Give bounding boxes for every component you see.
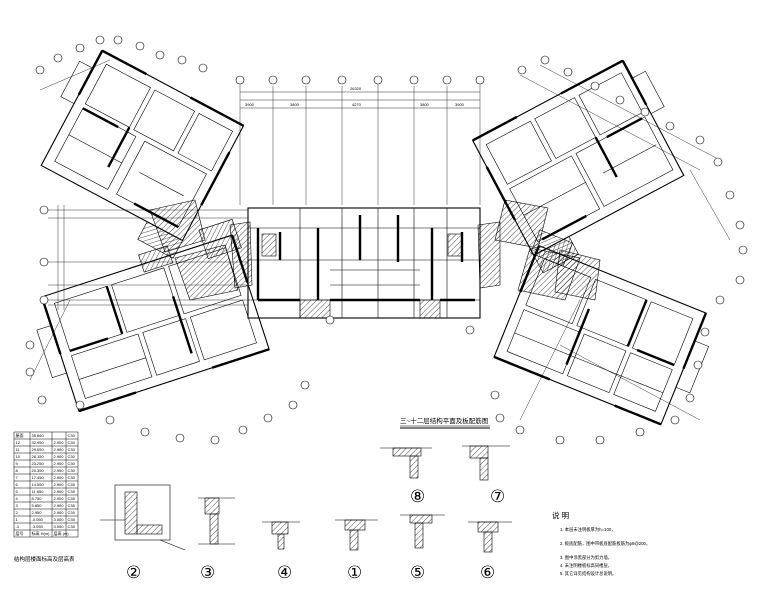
section-detail-4: ④ — [262, 521, 300, 582]
levels-table-cell: 6 — [16, 482, 19, 487]
levels-table-cell: 29.050 — [32, 447, 45, 452]
levels-table-cell: 17.450 — [32, 475, 45, 480]
levels-table-cell: 1 — [16, 517, 19, 522]
levels-table-cell: 3.000 — [54, 524, 65, 529]
section-detail-2: ② — [100, 484, 186, 582]
levels-table-cell: C30 — [68, 440, 76, 445]
levels-table-cell: 20.350 — [32, 468, 45, 473]
section-detail-7: ⑦ — [462, 445, 510, 506]
levels-table-cell: 2.900 — [54, 489, 65, 494]
section-label-1: ① — [347, 563, 362, 582]
top-dimension-lines: 3900 3800 4270 3800 3900 26320 — [239, 80, 481, 205]
levels-table-cell: 2 — [16, 510, 19, 515]
section-detail-6: ⑥ — [468, 521, 512, 582]
section-label-3: ③ — [200, 563, 215, 582]
levels-table-cell: 3.000 — [54, 517, 65, 522]
levels-table-cell: C35 — [68, 496, 76, 501]
levels-table-header: 层号 — [16, 530, 24, 536]
levels-table-cell: 2.900 — [54, 461, 65, 466]
section-detail-5: ⑤ — [400, 514, 445, 582]
levels-table-cell: 8 — [16, 468, 19, 473]
section-detail-3: ③ — [198, 497, 235, 582]
levels-table-cell: 23.250 — [32, 461, 45, 466]
levels-table-header: 标高 H(m) — [32, 530, 51, 536]
levels-table-cell: C30 — [68, 433, 76, 438]
dim-text-4: 3800 — [420, 102, 430, 107]
levels-table-cell: 2.900 — [54, 454, 65, 459]
levels-table-cell: 14.550 — [32, 482, 45, 487]
levels-table-cell: 10 — [16, 454, 21, 459]
levels-table-cell: C30 — [68, 454, 76, 459]
levels-table-cell: 7 — [16, 475, 19, 480]
levels-table-cell: 9 — [16, 461, 19, 466]
levels-table-cell: C30 — [68, 475, 76, 480]
note-1: 1. 本层未注明板厚为h=100， — [560, 526, 616, 533]
dim-text-1: 3900 — [245, 102, 255, 107]
central-block — [247, 207, 481, 319]
dim-text-5: 3900 — [455, 102, 465, 107]
section-label-4: ④ — [277, 563, 292, 582]
section-label-6: ⑥ — [480, 563, 495, 582]
left-upper-wing — [40, 49, 245, 259]
section-label-8: ⑧ — [410, 487, 425, 506]
left-stair-core — [149, 199, 253, 301]
right-axis-lines — [29, 59, 731, 421]
right-lower-wing — [493, 229, 709, 426]
levels-table-cell: -1 — [16, 524, 20, 529]
levels-table-cell: 4 — [16, 496, 19, 501]
notes-block: 说 明 1. 本层未注明板厚为h=100， 2. 板底配筋，图中带板底配筋板筋为… — [552, 510, 650, 577]
levels-table-cell: 5 — [16, 489, 19, 494]
section-label-7: ⑦ — [490, 487, 505, 506]
note-2: 2. 板底配筋，图中带板底配筋板筋为φ8@200， — [560, 540, 650, 547]
axis-bubbles — [25, 35, 748, 445]
section-detail-8: ⑧ — [380, 447, 432, 506]
levels-table-cell: 2.900 — [54, 510, 65, 515]
levels-table-cell: C35 — [68, 489, 76, 494]
section-detail-1: ① — [335, 519, 378, 582]
levels-table-cell: 11 — [16, 447, 21, 452]
levels-table-cell: C35 — [68, 482, 76, 487]
dim-text-2: 3800 — [290, 102, 300, 107]
levels-table-cell: 12 — [16, 440, 21, 445]
levels-table-cell: -0.050 — [32, 517, 44, 522]
levels-table-cell: 26.150 — [32, 454, 45, 459]
levels-table-cell: 2.900 — [54, 468, 65, 473]
levels-table-cell: C30 — [68, 468, 76, 473]
dim-text-3: 4270 — [352, 102, 362, 107]
levels-table-cell: 32.950 — [32, 440, 45, 445]
levels-table-cell: -3.050 — [32, 524, 44, 529]
levels-table-cell: 2.900 — [54, 447, 65, 452]
levels-table-cell: 2.900 — [54, 503, 65, 508]
levels-table-cell: C30 — [68, 461, 76, 466]
note-3: 3. 图中涂黑部分为剪力墙， — [560, 554, 612, 561]
dim-total: 26320 — [350, 86, 362, 91]
plan-title: 三~十二层结构平面及板配筋图 — [400, 416, 488, 425]
levels-table-cell: 35.660 — [32, 433, 45, 438]
levels-table-cell: 11.650 — [32, 489, 45, 494]
section-label-2: ② — [126, 563, 141, 582]
levels-table-cell: C30 — [68, 447, 76, 452]
levels-table-cell: 8.750 — [32, 496, 43, 501]
levels-table-cell: 3 — [16, 503, 19, 508]
levels-table-cell: C35 — [68, 517, 76, 522]
levels-table-caption: 结构层楼面标高及层高表 — [14, 555, 75, 563]
levels-table-cell: C35 — [68, 524, 76, 529]
levels-table-cell: 2.900 — [54, 482, 65, 487]
levels-table-cell: 2.900 — [54, 475, 65, 480]
note-5: 5. 其它详见结构设计总说明。 — [560, 570, 616, 577]
levels-table-cell: C35 — [68, 510, 76, 515]
notes-heading: 说 明 — [552, 510, 569, 520]
levels-table-cell: 5.850 — [32, 503, 43, 508]
levels-table-cell: 2.900 — [54, 496, 65, 501]
section-label-5: ⑤ — [410, 563, 425, 582]
levels-table-header: 层高 (m) — [54, 530, 70, 536]
levels-table-cell: 屋面 — [16, 432, 24, 438]
levels-table-cell: 2.900 — [54, 440, 65, 445]
levels-table-cell: C35 — [68, 503, 76, 508]
levels-table-cell: 2.950 — [32, 510, 43, 515]
note-4: 4. 未注明楼板标高同楼层， — [560, 562, 612, 569]
